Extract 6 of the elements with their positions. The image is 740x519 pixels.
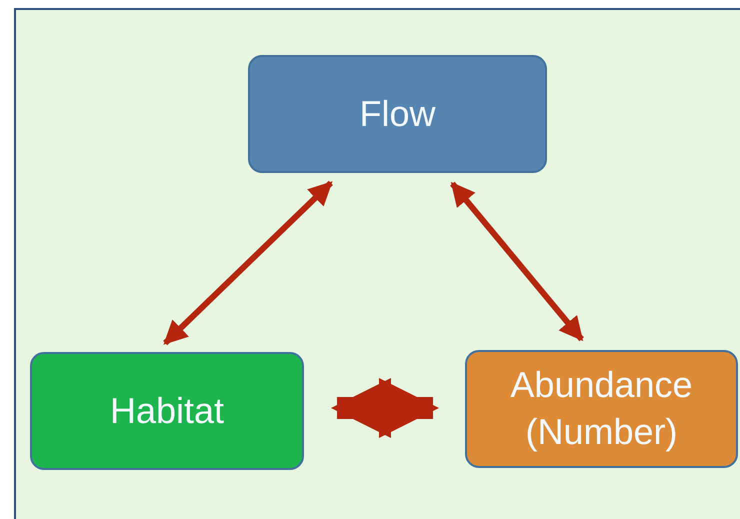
- double-arrow: [163, 180, 333, 346]
- process-box: Habitat: [30, 352, 304, 470]
- process-box: Abundance (Number): [465, 350, 738, 468]
- double-arrow: [450, 182, 584, 342]
- double-arrow: [331, 378, 439, 438]
- process-box: Flow: [248, 55, 547, 173]
